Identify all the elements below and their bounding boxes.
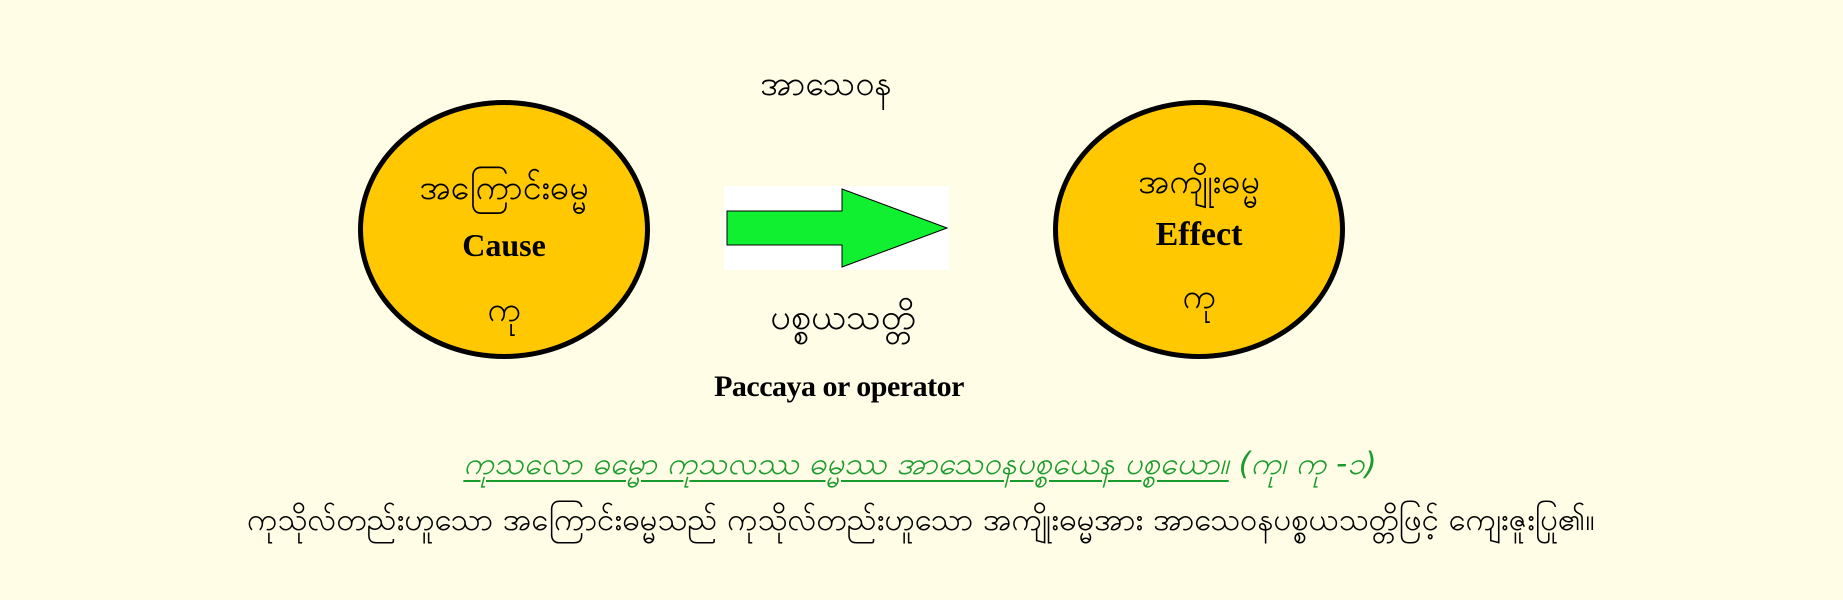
cause-myanmar-label: အကြောင်းဓမ္မ xyxy=(419,168,589,208)
pali-quote-text: ကုသလော ဓမ္မော ကုသလဿ ဓမ္မဿ အာသေဝနပစ္စယေန … xyxy=(463,446,1229,482)
condition-title: အာသေဝန xyxy=(760,64,892,104)
operator-myanmar-label: ပစ္စယသတ္တိ xyxy=(770,297,916,338)
effect-myanmar-label: အကျိုးဓမ္မ xyxy=(1138,162,1260,202)
cause-english-label: Cause xyxy=(462,227,546,263)
effect-kusala-label: ကု xyxy=(1182,277,1216,317)
translation-line: ကုသိုလ်တည်းဟူသော အကြောင်းဓမ္မသည် ကုသိုလ်… xyxy=(247,502,1595,538)
cause-circle xyxy=(358,100,650,359)
pali-quote-reference: (ကု၊ ကု -၁) xyxy=(1228,446,1377,482)
effect-circle xyxy=(1053,100,1345,359)
effect-english-label: Effect xyxy=(1155,216,1243,253)
operator-english-label: Paccaya or operator xyxy=(714,370,964,403)
pali-quote: ကုသလော ဓမ္မော ကုသလဿ ဓမ္မဿ အာသေဝနပစ္စယေန … xyxy=(463,446,1376,483)
cause-kusala-label: ကု xyxy=(487,290,521,330)
right-arrow-icon xyxy=(724,186,949,270)
